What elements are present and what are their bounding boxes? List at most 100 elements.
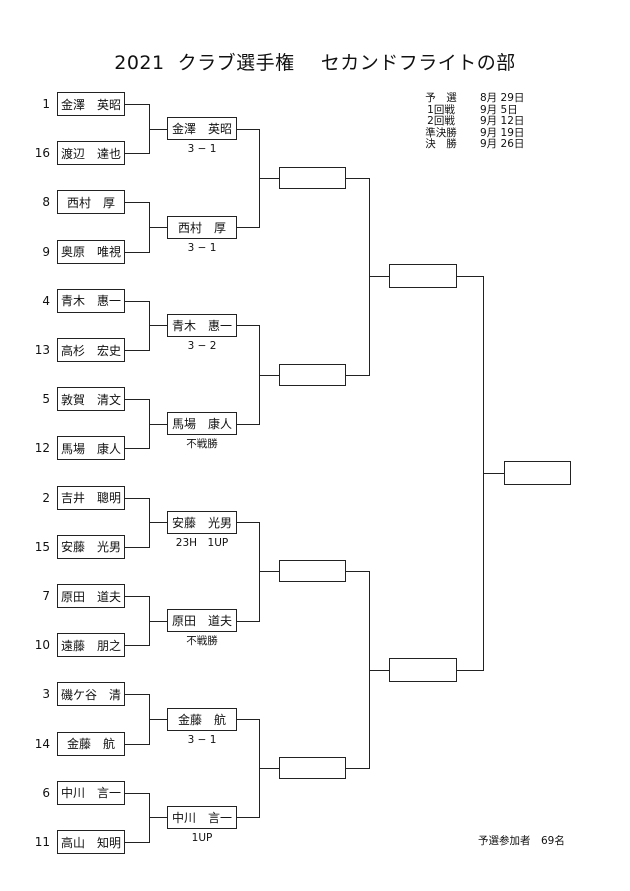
bracket-line bbox=[149, 227, 168, 228]
schedule-row: 2回戦 9月 12日 bbox=[418, 116, 550, 128]
bracket-line bbox=[346, 571, 370, 573]
player-seed: 1 bbox=[42, 97, 50, 111]
bracket-line bbox=[149, 817, 168, 819]
bracket-line bbox=[259, 374, 280, 376]
bracket-line bbox=[149, 128, 168, 130]
player-seed: 7 bbox=[42, 589, 50, 603]
player-seed: 5 bbox=[42, 392, 50, 407]
round2-winner-box bbox=[279, 363, 346, 386]
bracket-line bbox=[237, 719, 260, 720]
schedule-row: 予 選 8月 29日 bbox=[418, 92, 550, 105]
bracket-line bbox=[483, 473, 505, 474]
match-result: 3 − 1 bbox=[187, 143, 217, 156]
player-name-box: 中川 言一 bbox=[57, 780, 125, 805]
bracket-line bbox=[237, 423, 260, 425]
player-seed: 12 bbox=[34, 441, 50, 456]
round1-winner-box: 金藤 航 bbox=[167, 707, 237, 731]
bracket-line bbox=[125, 842, 150, 843]
match-result: 23H 1UP bbox=[175, 536, 229, 549]
player-seed: 6 bbox=[42, 785, 50, 800]
bracket-line bbox=[346, 374, 370, 376]
round1-winner-box: 馬場 康人 bbox=[167, 412, 237, 436]
bracket-line bbox=[125, 350, 150, 351]
player-name-box: 原田 道夫 bbox=[57, 584, 125, 608]
player-seed: 3 bbox=[42, 687, 50, 702]
player-name-box: 吉井 聰明 bbox=[57, 485, 125, 510]
bracket-line bbox=[125, 153, 150, 155]
player-seed: 9 bbox=[42, 244, 50, 259]
player-name-box: 高杉 宏史 bbox=[57, 338, 125, 362]
player-seed: 8 bbox=[42, 195, 50, 210]
page-title: 2021 クラブ選手権 セカンドフライトの部 bbox=[114, 52, 516, 74]
bracket-line bbox=[125, 399, 150, 401]
player-name-box: 渡辺 達也 bbox=[57, 141, 125, 166]
bracket-line bbox=[457, 276, 484, 278]
player-name-box: 敦賀 清文 bbox=[57, 387, 125, 412]
bracket-line bbox=[125, 743, 150, 745]
bracket-line bbox=[237, 325, 260, 327]
bracket-line bbox=[346, 177, 370, 179]
match-result: 3 − 1 bbox=[187, 733, 217, 746]
round1-winner-box: 西村 厚 bbox=[167, 215, 237, 239]
bracket-line bbox=[149, 620, 168, 622]
bracket-line bbox=[149, 719, 168, 720]
player-seed: 2 bbox=[42, 490, 50, 505]
player-name-box: 馬場 康人 bbox=[57, 436, 125, 461]
player-seed: 10 bbox=[34, 638, 50, 653]
bracket-line bbox=[237, 227, 260, 228]
match-result: 不戦勝 bbox=[186, 438, 218, 451]
bracket-line bbox=[259, 571, 280, 573]
bracket-line bbox=[259, 177, 280, 179]
player-seed: 13 bbox=[34, 343, 50, 357]
schedule-date: 9月 26日 bbox=[480, 138, 525, 151]
schedule-round: 予 選 bbox=[425, 92, 457, 104]
match-result: 不戦勝 bbox=[186, 635, 218, 648]
bracket-line bbox=[259, 768, 280, 770]
match-result: 1UP bbox=[191, 831, 213, 844]
round1-winner-box: 中川 言一 bbox=[167, 805, 237, 829]
player-name-box: 金澤 英昭 bbox=[57, 92, 125, 116]
bracket-line bbox=[125, 448, 150, 450]
round1-winner-box: 金澤 英昭 bbox=[167, 117, 237, 141]
bracket-line bbox=[149, 423, 168, 425]
semifinal-winner-box bbox=[389, 264, 457, 289]
player-seed: 11 bbox=[34, 835, 50, 849]
player-name-box: 高山 知明 bbox=[57, 830, 125, 854]
semifinal-winner-box bbox=[389, 657, 457, 682]
round1-winner-box: 青木 惠一 bbox=[167, 313, 237, 337]
player-seed: 15 bbox=[34, 539, 50, 554]
match-result: 3 − 1 bbox=[187, 241, 217, 254]
bracket-line bbox=[149, 325, 168, 327]
bracket-line bbox=[125, 300, 150, 302]
bracket-line bbox=[125, 792, 150, 794]
round1-winner-box: 原田 道夫 bbox=[167, 609, 237, 633]
schedule-date: 8月 29日 bbox=[480, 92, 525, 104]
bracket-line bbox=[125, 251, 150, 253]
schedule-round: 準決勝 bbox=[425, 126, 457, 139]
player-seed: 14 bbox=[34, 736, 50, 751]
bracket-line bbox=[237, 128, 260, 130]
schedule-round: 2回戦 bbox=[427, 115, 455, 128]
bracket-line bbox=[369, 276, 390, 278]
bracket-line bbox=[369, 669, 390, 671]
round1-winner-box: 安藤 光男 bbox=[167, 510, 237, 534]
player-name-box: 磯ケ谷 清 bbox=[57, 682, 125, 707]
round2-winner-box bbox=[279, 166, 346, 189]
bracket-line bbox=[125, 202, 150, 204]
bracket-line bbox=[125, 497, 150, 499]
bracket-line bbox=[125, 694, 150, 696]
player-name-box: 青木 惠一 bbox=[57, 288, 125, 313]
match-result: 3 − 2 bbox=[187, 339, 217, 352]
bracket-line bbox=[457, 669, 484, 671]
bracket-line bbox=[125, 546, 150, 548]
schedule-date: 9月 12日 bbox=[480, 115, 525, 128]
participant-count: 予選参加者 69名 bbox=[478, 835, 565, 847]
bracket-line bbox=[125, 596, 150, 597]
player-name-box: 安藤 光男 bbox=[57, 534, 125, 559]
player-name-box: 金藤 航 bbox=[57, 731, 125, 756]
